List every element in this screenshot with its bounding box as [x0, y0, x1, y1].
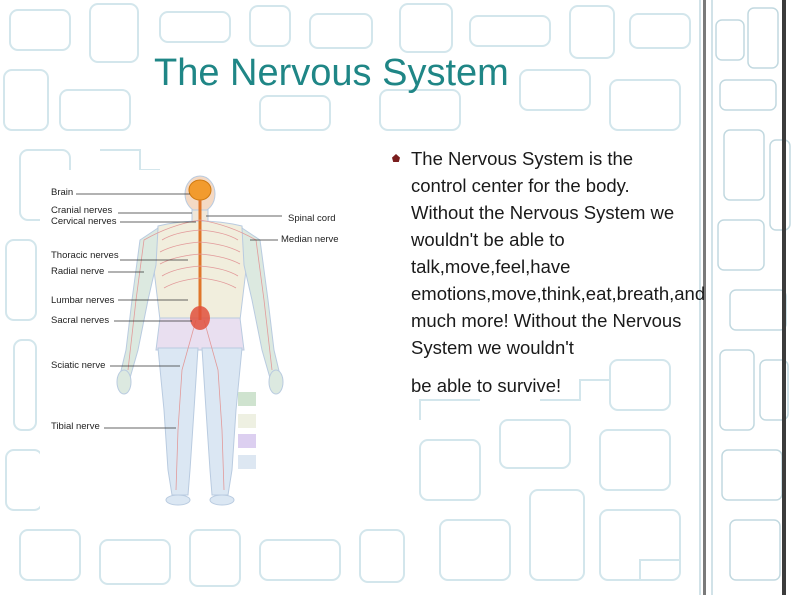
- label-radial-nerve: Radial nerve: [51, 266, 105, 277]
- human-body-illustration: [76, 175, 284, 506]
- nervous-system-figure: Brain Cranial nerves Cervical nerves Tho…: [40, 170, 356, 525]
- label-spinal-cord: Spinal cord: [288, 213, 336, 224]
- label-thoracic-nerves: Thoracic nerves: [51, 250, 119, 261]
- label-tibial-nerve: Tibial nerve: [51, 421, 100, 432]
- slide-title: The Nervous System: [154, 52, 509, 94]
- label-sacral-nerves: Sacral nerves: [51, 315, 110, 326]
- label-median-nerve: Median nerve: [281, 234, 339, 245]
- bullet-continuation-text: be able to survive!: [411, 375, 562, 396]
- label-cervical-nerves: Cervical nerves: [51, 216, 117, 227]
- label-sciatic-nerve: Sciatic nerve: [51, 360, 106, 371]
- label-brain: Brain: [51, 187, 74, 198]
- label-cranial-nerves: Cranial nerves: [51, 205, 113, 216]
- bullet-icon: [392, 154, 400, 162]
- bullet-text: The Nervous System is the control center…: [411, 148, 706, 358]
- label-lumbar-nerves: Lumbar nerves: [51, 295, 115, 306]
